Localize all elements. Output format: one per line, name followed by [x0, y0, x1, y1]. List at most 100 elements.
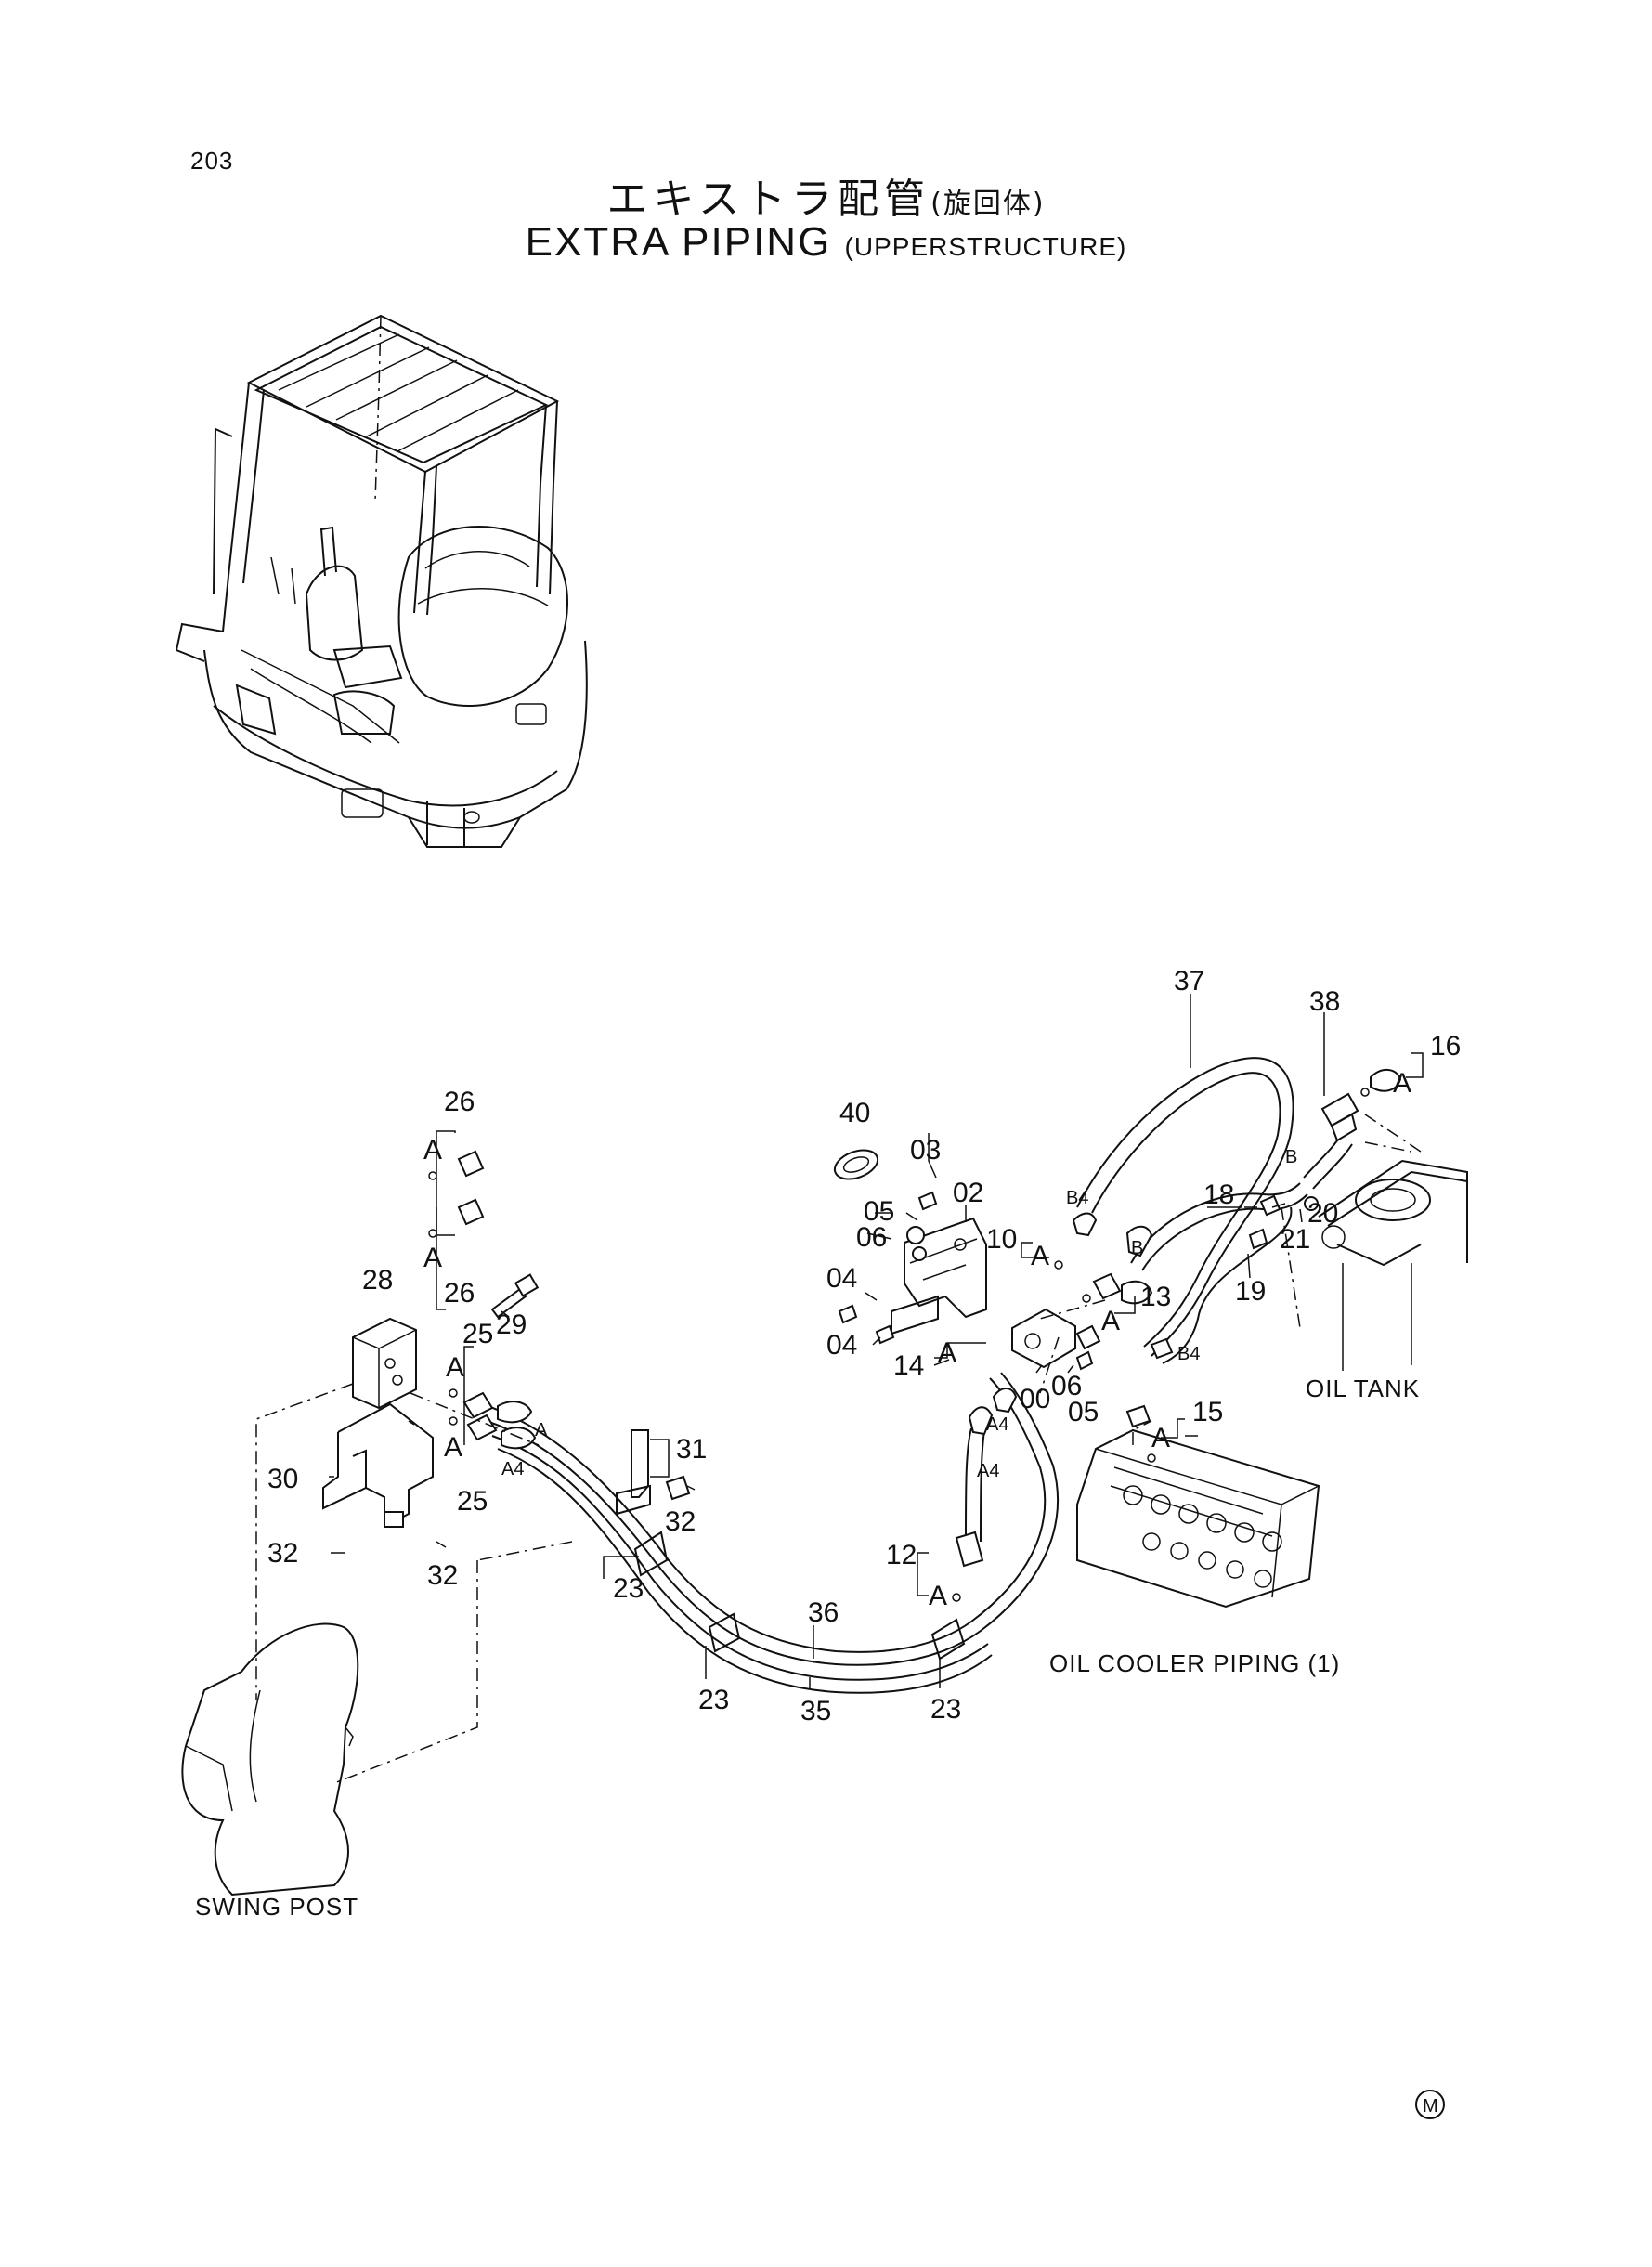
- ref-mark-9: [952, 1593, 961, 1602]
- mark-letter: M: [1423, 2096, 1438, 2117]
- callout-18: 18: [1203, 1179, 1234, 1210]
- ref-a-26-bottom: A: [423, 1243, 442, 1273]
- ref-mark-4: [449, 1416, 458, 1426]
- ref-mark-5: [1054, 1260, 1063, 1270]
- callout-05-left: 05: [864, 1196, 894, 1227]
- callout-19: 19: [1235, 1276, 1266, 1307]
- callout-06-right: 06: [1051, 1371, 1082, 1401]
- machine-overview-illustration: [175, 314, 588, 848]
- callout-29: 29: [496, 1309, 527, 1340]
- title-japanese: エキストラ配管(旋回体): [0, 165, 1652, 225]
- hose-mark-b-right: B: [1285, 1147, 1297, 1167]
- callout-32-bottom: 32: [427, 1560, 458, 1591]
- callout-25-top: 25: [462, 1319, 493, 1349]
- callout-23-left: 23: [613, 1573, 644, 1604]
- ref-mark-6: [1082, 1294, 1091, 1303]
- callout-38: 38: [1309, 986, 1340, 1017]
- callout-04-top: 04: [826, 1263, 857, 1294]
- callout-06-left: 06: [856, 1222, 887, 1253]
- label-oil-cooler-piping: OIL COOLER PIPING (1): [1049, 1649, 1340, 1677]
- callout-32-left: 32: [267, 1538, 298, 1569]
- callout-26-top: 26: [444, 1087, 475, 1117]
- callout-10: 10: [986, 1224, 1017, 1255]
- title-jp-sub: (旋回体): [930, 188, 1046, 220]
- callout-31: 31: [676, 1434, 707, 1465]
- cover-30: [322, 1402, 434, 1529]
- callout-numbers: 26 26 28 29 25 25 30 32 32 32 31 23 23 2…: [267, 966, 1461, 1726]
- callout-35: 35: [800, 1696, 831, 1726]
- cap-16: [1370, 1069, 1402, 1092]
- callout-05-right: 05: [1068, 1397, 1099, 1427]
- ref-a-25-bottom: A: [444, 1432, 462, 1463]
- hose-mark-a: A: [535, 1420, 548, 1440]
- ref-a-26-top: A: [423, 1135, 442, 1166]
- oil-tank-illustration: [1318, 1141, 1468, 1371]
- callout-20: 20: [1307, 1198, 1338, 1229]
- title-en-main: EXTRA PIPING: [525, 219, 832, 265]
- hose-mark-b4-bottom: B4: [1177, 1344, 1200, 1364]
- callout-30: 30: [267, 1464, 298, 1494]
- title-en-sub: (UPPERSTRUCTURE): [844, 232, 1127, 261]
- ref-a-15: A: [1151, 1423, 1170, 1453]
- ref-mark-3: [449, 1388, 458, 1398]
- bracket-02: [891, 1217, 987, 1335]
- control-valve-illustration: [1076, 1428, 1320, 1609]
- callout-14: 14: [893, 1350, 924, 1381]
- ref-mark-7: [1360, 1088, 1370, 1097]
- valve-00: [1011, 1308, 1101, 1369]
- valve-spools: [1110, 1466, 1282, 1588]
- reference-letters: A A A A A A A A A A: [423, 1068, 1411, 1611]
- grommet-40: [833, 1149, 879, 1180]
- ref-a-14: A: [938, 1337, 956, 1368]
- ref-a-16: A: [1393, 1068, 1411, 1099]
- manifold-block-28: [352, 1150, 540, 1450]
- hose-lines: [482, 1057, 1353, 1694]
- reference-dashdot-lines: [255, 1114, 1422, 1784]
- ref-a-13: A: [1101, 1306, 1120, 1336]
- callout-16: 16: [1430, 1031, 1461, 1062]
- callout-25-bottom: 25: [457, 1486, 488, 1517]
- title-english: EXTRA PIPING (UPPERSTRUCTURE): [0, 219, 1652, 266]
- callout-15: 15: [1192, 1397, 1223, 1427]
- label-swing-post: SWING POST: [195, 1893, 358, 1921]
- callout-32-right: 32: [665, 1506, 696, 1537]
- ref-mark-8: [1147, 1453, 1156, 1463]
- callout-13: 13: [1140, 1282, 1171, 1312]
- leader-lines: [329, 994, 1424, 1688]
- ref-mark-2: [428, 1229, 437, 1238]
- callout-00: 00: [1020, 1384, 1050, 1414]
- ref-a-10: A: [1031, 1241, 1049, 1271]
- swing-post-illustration: [181, 1622, 359, 1896]
- callout-37: 37: [1174, 966, 1204, 997]
- callout-23-right: 23: [930, 1694, 961, 1725]
- ref-a-12: A: [929, 1581, 947, 1611]
- ref-a-25-top: A: [446, 1352, 464, 1383]
- callout-04-bottom: 04: [826, 1330, 857, 1361]
- label-oil-tank: OIL TANK: [1306, 1375, 1420, 1402]
- fitting-38: [1320, 1092, 1359, 1142]
- callout-26-bottom: 26: [444, 1278, 475, 1309]
- hose-36: [486, 1372, 1059, 1666]
- hose-mark-b-left: B: [1131, 1238, 1143, 1258]
- callout-23-middle: 23: [698, 1685, 729, 1715]
- small-fasteners: [838, 1191, 1319, 1568]
- callout-40: 40: [839, 1098, 870, 1128]
- hose-35: [482, 1377, 1047, 1653]
- callout-02: 02: [953, 1178, 983, 1208]
- title-jp-main: エキストラ配管: [606, 176, 931, 223]
- ref-mark-1: [428, 1171, 437, 1180]
- hose-mark-a4-right: A4: [977, 1461, 999, 1481]
- hose-marks: A A4 A4 A4 B4 B4 B B: [501, 1147, 1297, 1481]
- hose-mark-a4-mid: A4: [986, 1414, 1008, 1435]
- hose-37: [1076, 1057, 1294, 1357]
- bracket-31: [616, 1429, 691, 1516]
- callout-36: 36: [808, 1597, 839, 1628]
- clamps-23: [633, 1531, 966, 1661]
- hose-mark-a4-left: A4: [501, 1459, 524, 1479]
- callout-28: 28: [362, 1265, 393, 1296]
- circled-m-mark: M: [1415, 2090, 1445, 2119]
- page-number: 203: [190, 147, 234, 175]
- callout-21: 21: [1280, 1224, 1310, 1255]
- callout-03: 03: [910, 1135, 941, 1166]
